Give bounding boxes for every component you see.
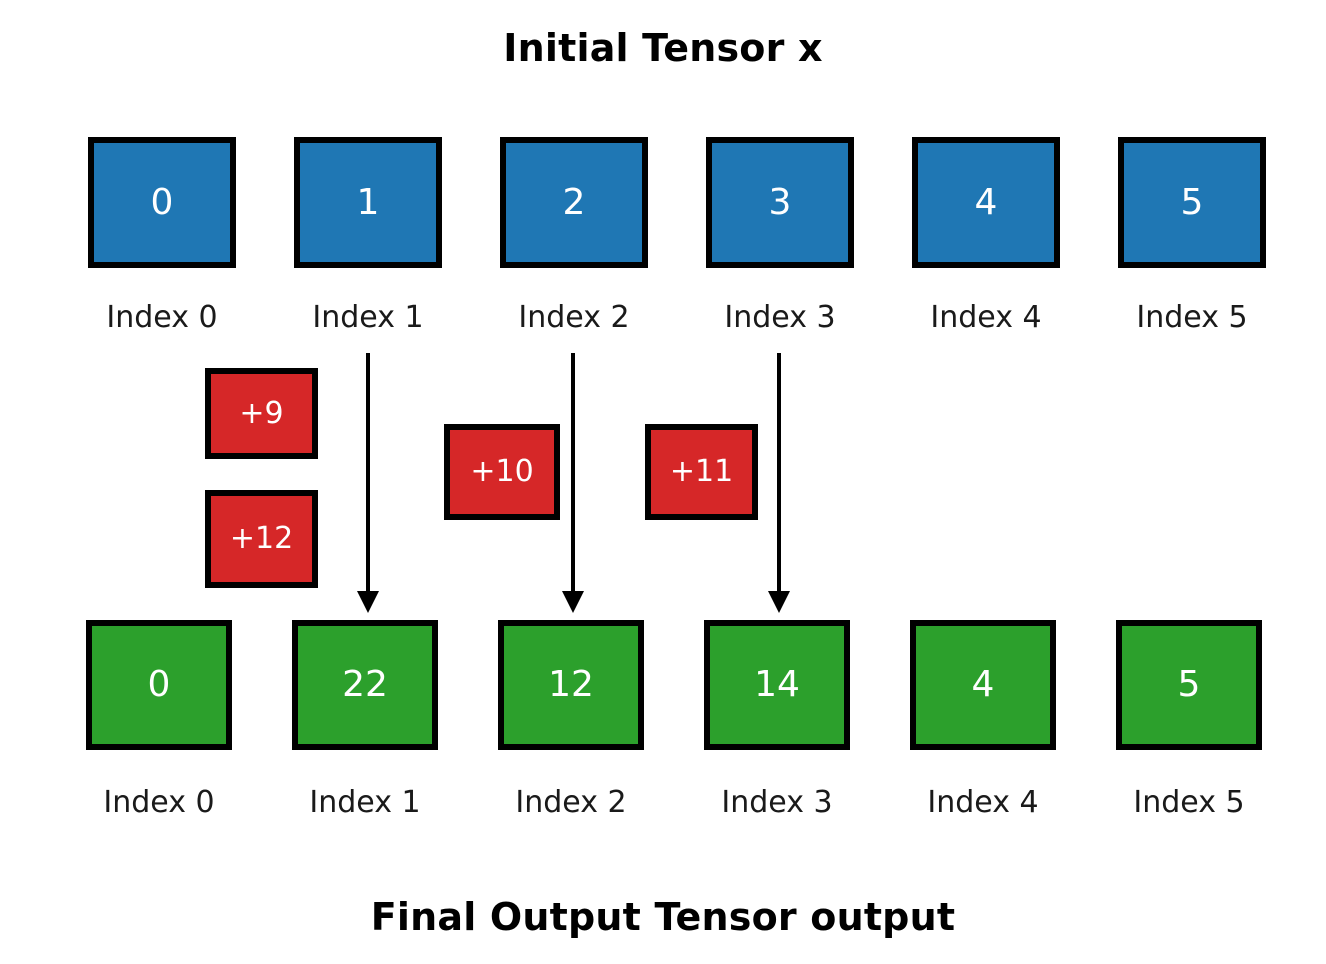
output-cell-2: 12 [498,620,644,750]
input-cell-1: 1 [294,137,442,268]
arrow-shaft-index-2 [571,353,575,593]
input-cell-5: 5 [1118,137,1266,268]
update-box-plus11: +11 [645,424,758,520]
output-index-label-3: Index 3 [721,785,833,820]
input-index-label-5: Index 5 [1136,300,1248,335]
input-index-label-4: Index 4 [930,300,1042,335]
output-cell-1: 22 [292,620,438,750]
output-index-label-5: Index 5 [1133,785,1245,820]
input-cell-2: 2 [500,137,648,268]
input-cell-5-value: 5 [1180,181,1204,223]
update-box-plus12-value: +12 [229,521,294,556]
input-cell-0-value: 0 [150,181,174,223]
input-index-label-0: Index 0 [106,300,218,335]
output-index-label-4: Index 4 [927,785,1039,820]
update-box-plus11-value: +11 [669,454,734,489]
output-cell-2-value: 12 [548,664,594,705]
input-cell-4-value: 4 [974,181,998,223]
arrow-shaft-index-1 [366,353,370,593]
input-index-label-2: Index 2 [518,300,630,335]
input-cell-3: 3 [706,137,854,268]
arrow-shaft-index-3 [777,353,781,593]
output-cell-4-value: 4 [971,664,995,705]
input-cell-3-value: 3 [768,181,792,223]
input-cell-2-value: 2 [562,181,586,223]
page-title-output-tensor: Final Output Tensor output [370,895,956,939]
output-cell-4: 4 [910,620,1056,750]
update-box-plus9-value: +9 [239,395,284,431]
arrow-head-index-1 [357,591,379,613]
update-box-plus10: +10 [444,424,560,520]
update-box-plus12: +12 [205,490,318,588]
output-cell-5-value: 5 [1177,664,1201,705]
output-index-label-0: Index 0 [103,785,215,820]
arrow-head-index-3 [768,591,790,613]
output-index-label-2: Index 2 [515,785,627,820]
output-cell-0: 0 [86,620,232,750]
input-cell-0: 0 [88,137,236,268]
output-cell-1-value: 22 [342,664,388,705]
input-cell-4: 4 [912,137,1060,268]
output-cell-3: 14 [704,620,850,750]
input-cell-1-value: 1 [356,181,380,223]
output-cell-3-value: 14 [754,664,800,705]
update-box-plus10-value: +10 [470,454,534,489]
arrow-head-index-2 [562,591,584,613]
update-box-plus9: +9 [205,368,318,459]
input-index-label-3: Index 3 [724,300,836,335]
page-title-input-tensor: Initial Tensor x [503,26,823,70]
output-index-label-1: Index 1 [309,785,421,820]
output-cell-5: 5 [1116,620,1262,750]
input-index-label-1: Index 1 [312,300,424,335]
output-cell-0-value: 0 [147,664,171,705]
